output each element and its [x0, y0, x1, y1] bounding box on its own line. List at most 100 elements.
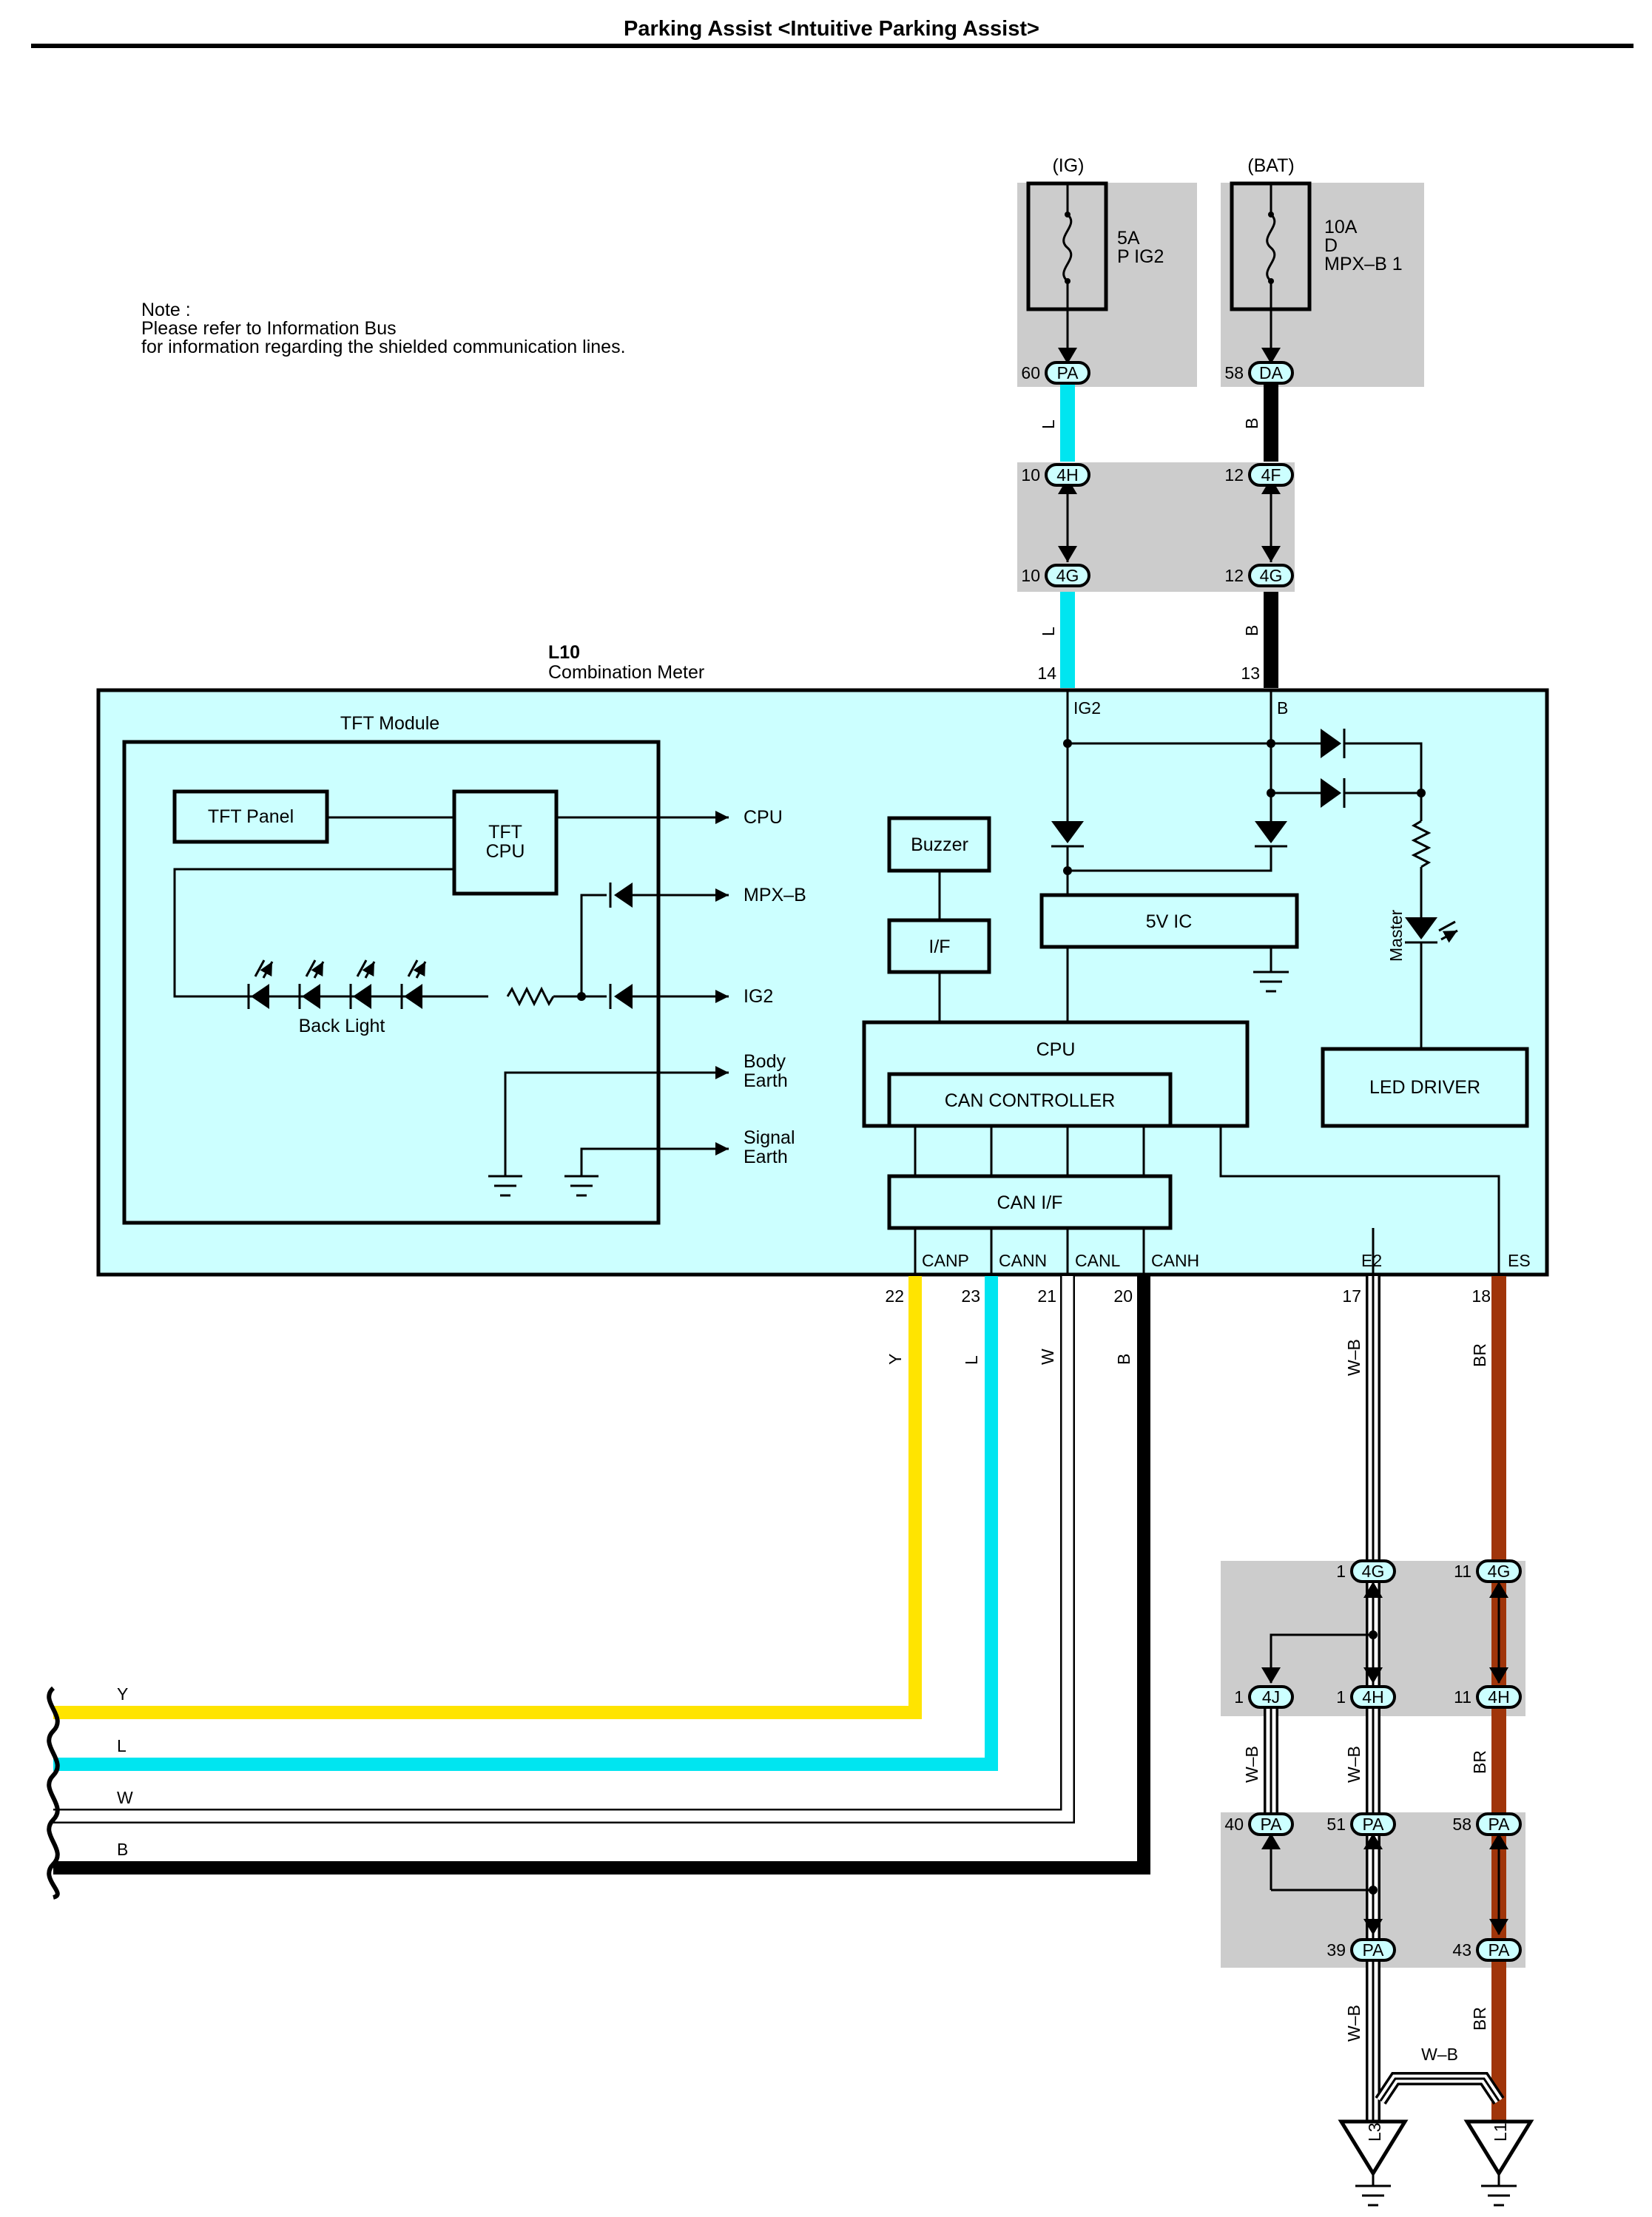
- fuse-bat-name: MPX–B 1: [1324, 254, 1403, 274]
- wire-label-l-2: L: [1039, 627, 1058, 636]
- svg-text:12: 12: [1224, 465, 1244, 485]
- meter-pin-bat: 13: [1241, 664, 1260, 683]
- svg-text:10: 10: [1021, 566, 1040, 585]
- bus-label-y: Y: [117, 1684, 128, 1704]
- svg-text:4G: 4G: [1488, 1562, 1511, 1581]
- wire-label-br-es: BR: [1470, 1343, 1489, 1367]
- wire-label-br-pa: BR: [1470, 2007, 1489, 2031]
- fuse-bat-code: D: [1324, 235, 1338, 256]
- term-es: ES: [1508, 1251, 1531, 1270]
- fuse-bat-supply: (BAT): [1247, 155, 1294, 176]
- wire-label-b-vertical: B: [1114, 1354, 1133, 1365]
- meter-name: Combination Meter: [548, 662, 704, 683]
- svg-text:10: 10: [1021, 465, 1040, 485]
- svg-text:40: 40: [1224, 1815, 1244, 1834]
- svg-text:4G: 4G: [1362, 1562, 1385, 1581]
- arrow-label-mpxb: MPX–B: [744, 885, 806, 905]
- page-title: Parking Assist <Intuitive Parking Assist…: [624, 17, 1039, 41]
- body-earth-ground: [488, 1175, 522, 1197]
- wire-label-wb-e2: W–B: [1344, 1339, 1363, 1376]
- pin-canl: 21: [1037, 1286, 1056, 1306]
- wire-label-wb-4j: W–B: [1242, 1746, 1261, 1783]
- pin-e2: 17: [1342, 1286, 1361, 1306]
- fuse-ig-rating: 5A: [1117, 228, 1140, 249]
- svg-text:L3: L3: [1365, 2122, 1384, 2142]
- wire-label-b-1: B: [1242, 418, 1261, 429]
- svg-text:58: 58: [1452, 1815, 1471, 1834]
- bus-label-l: L: [117, 1736, 127, 1755]
- svg-text:DA: DA: [1259, 363, 1284, 382]
- junction-4g-10: 4G 10: [1021, 564, 1090, 587]
- fuse-ig-name: P IG2: [1117, 246, 1164, 267]
- svg-text:60: 60: [1021, 363, 1040, 382]
- svg-text:39: 39: [1326, 1940, 1346, 1960]
- svg-text:PA: PA: [1057, 363, 1079, 382]
- ground-l1: L1: [1463, 2119, 1534, 2207]
- wire-label-l-1: L: [1039, 419, 1058, 429]
- junction-4g-11: 4G 11: [1454, 1559, 1522, 1583]
- junction-pa-58: PA 58: [1452, 1812, 1522, 1836]
- led-driver-label: LED DRIVER: [1369, 1077, 1480, 1098]
- bus-break-mark: [47, 1686, 60, 1900]
- note-line-1: Note :: [141, 300, 191, 320]
- svg-text:1: 1: [1336, 1687, 1346, 1707]
- svg-text:PA: PA: [1261, 1815, 1283, 1834]
- can-interface-label: CAN I/F: [997, 1192, 1063, 1213]
- svg-text:58: 58: [1224, 363, 1244, 382]
- tft-cpu-label-1: TFT: [488, 822, 522, 843]
- can-controller-label: CAN CONTROLLER: [945, 1090, 1116, 1111]
- wire-wb-cross: [1375, 2072, 1505, 2105]
- svg-text:4H: 4H: [1056, 465, 1078, 485]
- ic-5v-label: 5V IC: [1146, 911, 1193, 932]
- wire-y: [53, 1276, 922, 1719]
- tft-cpu: [452, 789, 559, 896]
- wire-label-wb-4h: W–B: [1344, 1746, 1363, 1783]
- junction-pa-51: PA 51: [1326, 1812, 1396, 1836]
- meter-term-b: B: [1277, 698, 1288, 718]
- led-driver: [1321, 1047, 1529, 1128]
- junction-pa-43: PA 43: [1452, 1938, 1522, 1962]
- fuse-bat-rating: 10A: [1324, 217, 1358, 237]
- arrow-label-ig2: IG2: [744, 986, 773, 1007]
- bus-label-b: B: [117, 1840, 128, 1859]
- svg-text:11: 11: [1454, 1687, 1471, 1707]
- pin-cann: 23: [961, 1286, 980, 1306]
- master-label: Master: [1386, 909, 1406, 962]
- svg-text:1: 1: [1234, 1687, 1244, 1707]
- pin-es: 18: [1471, 1286, 1491, 1306]
- junction-pa-40: PA 40: [1224, 1812, 1294, 1836]
- svg-text:4H: 4H: [1488, 1687, 1509, 1707]
- signal-earth-ground: [564, 1175, 599, 1197]
- junction-4j-1: 4J 1: [1234, 1685, 1294, 1709]
- led-resistor: [1411, 820, 1432, 868]
- fuse-block-bat-bg: [1221, 183, 1424, 387]
- wire-b: [53, 1276, 1150, 1875]
- wire-label-wb-cross: W–B: [1421, 2045, 1458, 2064]
- can-interface: [887, 1174, 1173, 1230]
- master-led: [1405, 917, 1437, 939]
- junction-4h-1: 4H 1: [1336, 1685, 1396, 1709]
- wire-label-b-2: B: [1242, 625, 1261, 636]
- arrow-label-signal-1: Signal: [744, 1127, 795, 1148]
- note: Note : Please refer to Information Bus f…: [141, 300, 626, 357]
- svg-text:PA: PA: [1489, 1940, 1511, 1960]
- tft-cpu-label-2: CPU: [486, 841, 525, 862]
- svg-text:PA: PA: [1363, 1815, 1385, 1834]
- meter-id: L10: [548, 642, 580, 663]
- tft-module: [122, 740, 661, 1225]
- interface-label: I/F: [928, 937, 950, 957]
- junction-4h-10: 4H 10: [1021, 463, 1090, 487]
- fuse-bat: 10A D MPX–B 1: [1230, 181, 1403, 311]
- fuse-ig-supply: (IG): [1052, 155, 1084, 176]
- svg-text:PA: PA: [1363, 1940, 1385, 1960]
- wire-l: [53, 1276, 998, 1771]
- meter-pin-ig2: 14: [1037, 664, 1056, 683]
- junction-4g-12: 4G 12: [1224, 564, 1294, 587]
- svg-text:4G: 4G: [1056, 566, 1079, 585]
- buzzer-label: Buzzer: [911, 834, 968, 855]
- wire-label-l-vertical: L: [962, 1355, 981, 1365]
- pin-canh: 20: [1113, 1286, 1133, 1306]
- wire-label-br-4h: BR: [1470, 1750, 1489, 1774]
- svg-text:4F: 4F: [1261, 465, 1281, 485]
- svg-text:4J: 4J: [1262, 1687, 1280, 1707]
